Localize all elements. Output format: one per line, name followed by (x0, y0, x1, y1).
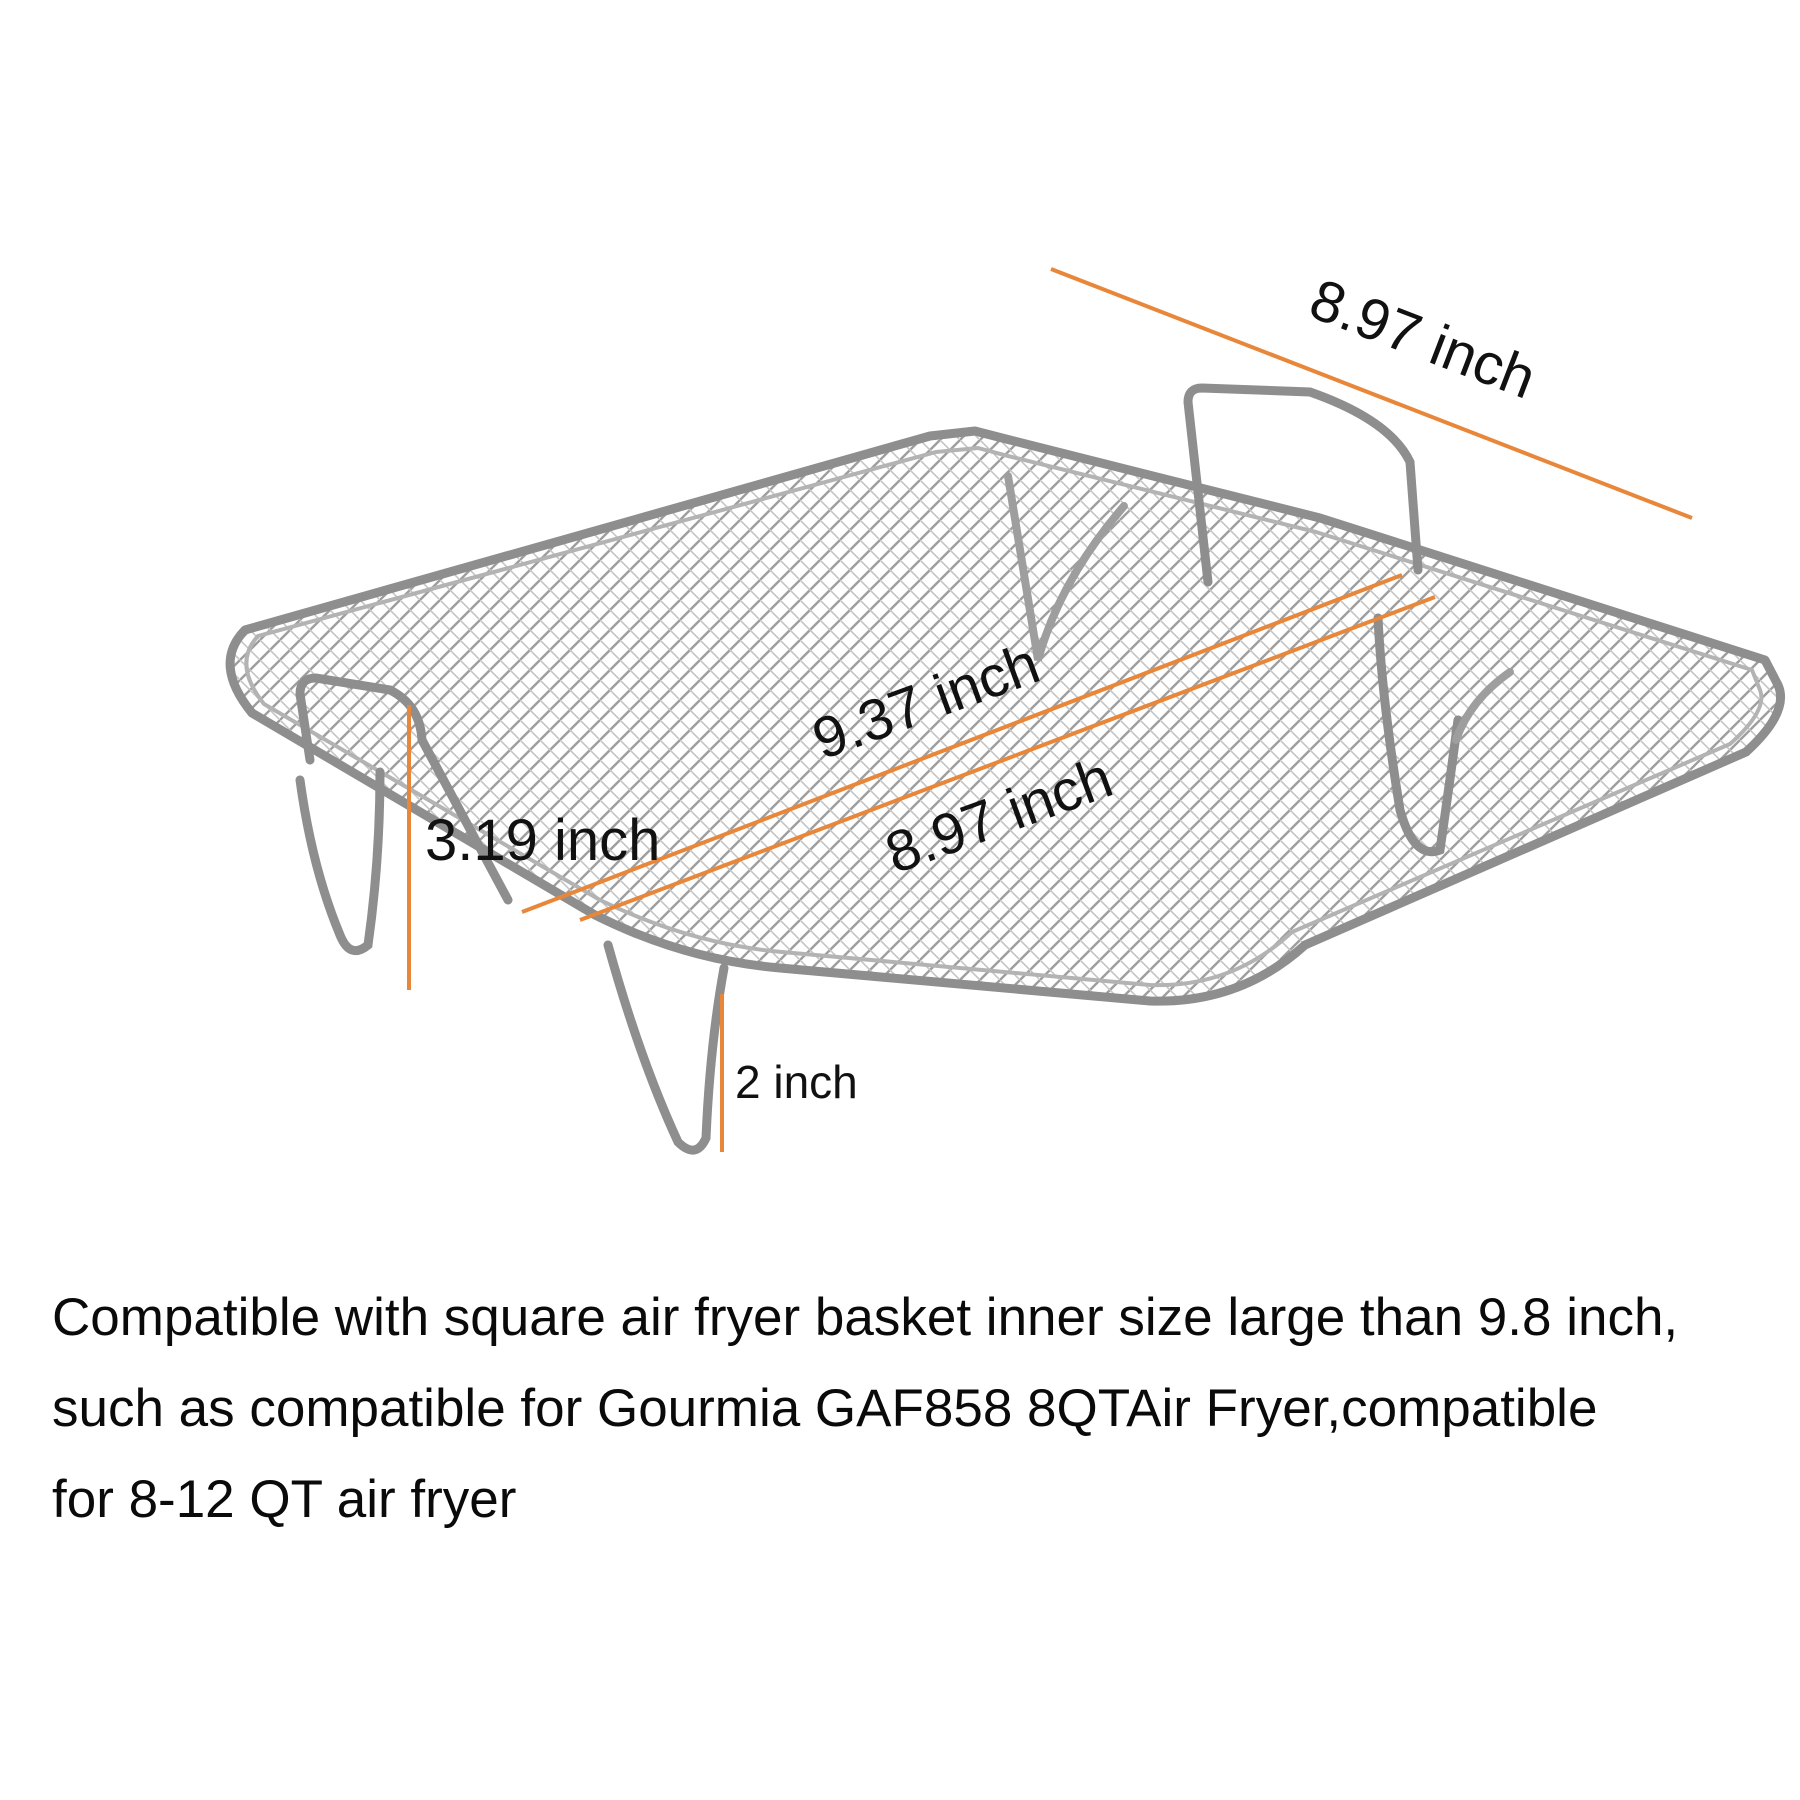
rack-handle-front (295, 673, 513, 905)
caption-line-2: such as compatible for Gourmia GAF858 8Q… (52, 1379, 1598, 1438)
dimension-line-top (1050, 267, 1693, 520)
dimension-line-diagonal-outer (521, 573, 1403, 914)
rack-leg-back-right (1373, 613, 1463, 856)
rack-inner-frame (244, 446, 1764, 988)
rack-outer-frame (225, 426, 1786, 1006)
caption-line-3: for 8-12 QT air fryer (52, 1470, 517, 1529)
rack-leg-front (603, 940, 729, 1155)
label-top-depth: 8.97 inch (1301, 266, 1544, 411)
dimension-lines (407, 267, 1693, 1152)
dimension-line-diagonal-inner (579, 595, 1436, 922)
rack-leg-front-left (295, 767, 385, 956)
rack-handle-back (1183, 383, 1423, 587)
label-leg-height: 2 inch (735, 1056, 858, 1108)
rack-leg-right (1452, 668, 1514, 744)
caption-line-1: Compatible with square air fryer basket … (52, 1288, 1679, 1347)
label-handle-height: 3.19 inch (425, 808, 660, 873)
product-caption: Compatible with square air fryer basket … (52, 1272, 1792, 1545)
rack-leg-back-left (1004, 472, 1128, 662)
